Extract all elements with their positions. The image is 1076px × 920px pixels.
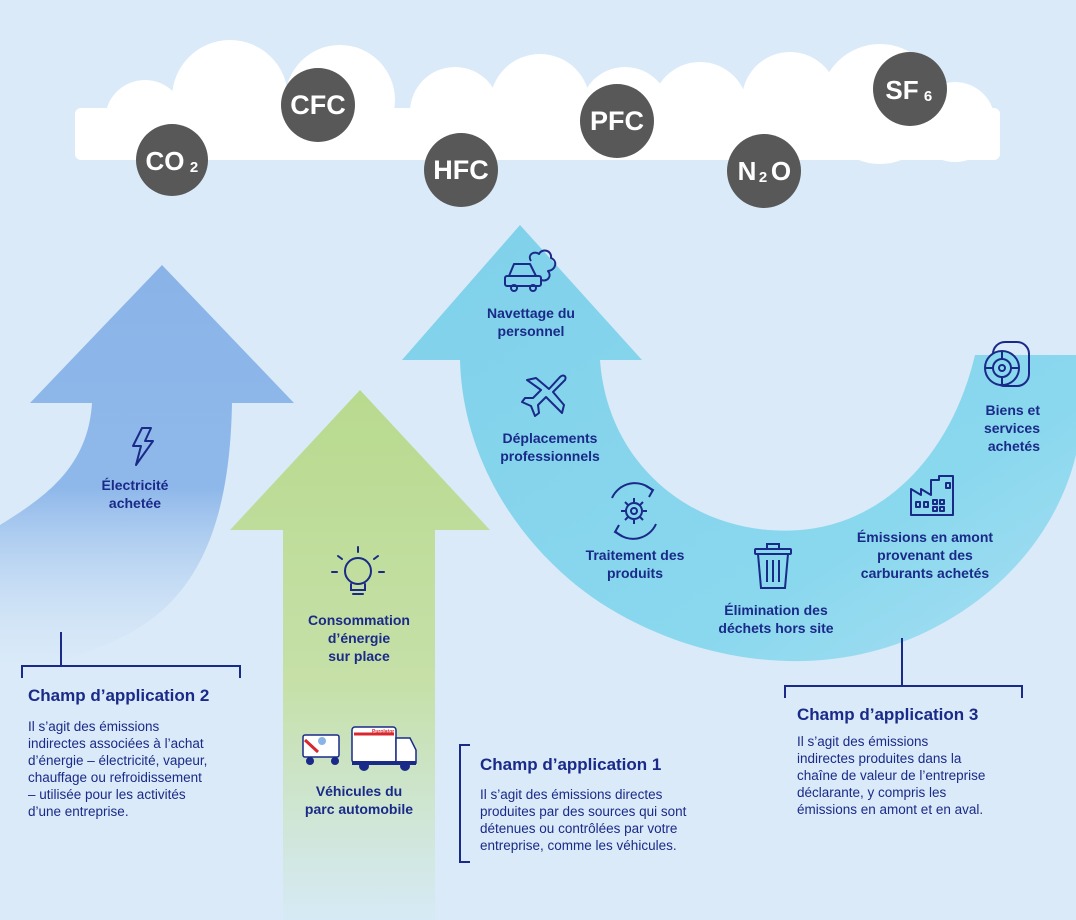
scope1-bracket bbox=[459, 744, 470, 863]
scope1-arrow bbox=[230, 390, 490, 920]
label-traitement-produits: Traitement des produits bbox=[585, 547, 685, 581]
lightbulb-icon bbox=[331, 546, 385, 595]
gas-co2: CO 2 bbox=[136, 124, 208, 196]
tires-icon bbox=[984, 341, 1030, 387]
gas-pfc-label: PFC bbox=[590, 106, 644, 136]
car-exhaust-icon bbox=[504, 249, 557, 292]
airplane-icon bbox=[521, 374, 567, 417]
label-vehicules-parc: Véhicules du parc automobile bbox=[304, 783, 414, 817]
label-electricite-achetee: Électricité achetée bbox=[82, 476, 188, 512]
label-emissions-amont: Émissions en amont provenant des carbura… bbox=[856, 529, 994, 581]
scope2-description: Il s’agit des émissions indirectes assoc… bbox=[28, 719, 208, 819]
gas-sf6-main: SF bbox=[885, 75, 918, 105]
cloud-band bbox=[75, 40, 1000, 164]
lightning-icon bbox=[132, 427, 154, 466]
gas-n2o: N 2 O bbox=[727, 134, 801, 208]
scope1-description: Il s’agit des émissions directes produit… bbox=[480, 787, 687, 853]
scope2-arrow bbox=[0, 265, 294, 672]
gas-co2-main: CO bbox=[146, 146, 185, 176]
gas-co2-sub: 2 bbox=[190, 159, 198, 176]
scope2-arrow-label: Électricité achetée bbox=[101, 477, 169, 511]
label-deplacements: Déplacements professionnels bbox=[500, 430, 600, 464]
gas-hfc-label: HFC bbox=[433, 155, 489, 185]
scope1-title: Champ d’application 1 bbox=[480, 755, 662, 774]
factory-icon bbox=[910, 475, 954, 516]
label-biens-services: Biens et services achetés bbox=[983, 402, 1040, 454]
gas-sf6-sub: 6 bbox=[924, 88, 932, 105]
label-navettage: Navettage du personnel bbox=[487, 305, 575, 339]
scope3-description: Il s’agit des émissions indirectes produ… bbox=[797, 734, 986, 817]
scope3-bracket bbox=[784, 638, 1023, 698]
label-consommation-energie: Consommation d’énergie sur place bbox=[308, 612, 410, 664]
fleet-vehicles-icon: Purolator bbox=[302, 726, 417, 771]
scope2-bracket bbox=[21, 632, 241, 678]
svg-text:CO: CO bbox=[146, 146, 185, 176]
scope2-title: Champ d’application 2 bbox=[28, 686, 210, 705]
gas-cfc-label: CFC bbox=[290, 90, 346, 120]
scope3-title: Champ d’application 3 bbox=[797, 705, 979, 724]
gas-n2o-tail: O bbox=[771, 156, 791, 186]
gas-hfc: HFC bbox=[424, 133, 498, 207]
gas-n2o-sub: 2 bbox=[759, 169, 767, 186]
label-elimination-dechets: Élimination des déchets hors site bbox=[718, 602, 834, 636]
gas-n2o-main: N bbox=[738, 156, 757, 186]
trash-bin-icon bbox=[754, 543, 792, 589]
gear-cycle-icon bbox=[611, 482, 657, 540]
gas-pfc: PFC bbox=[580, 84, 654, 158]
gas-cfc: CFC bbox=[281, 68, 355, 142]
gas-sf6: SF 6 bbox=[873, 52, 947, 126]
truck-brand: Purolator bbox=[372, 729, 394, 735]
scope3-arrow bbox=[402, 225, 1076, 662]
